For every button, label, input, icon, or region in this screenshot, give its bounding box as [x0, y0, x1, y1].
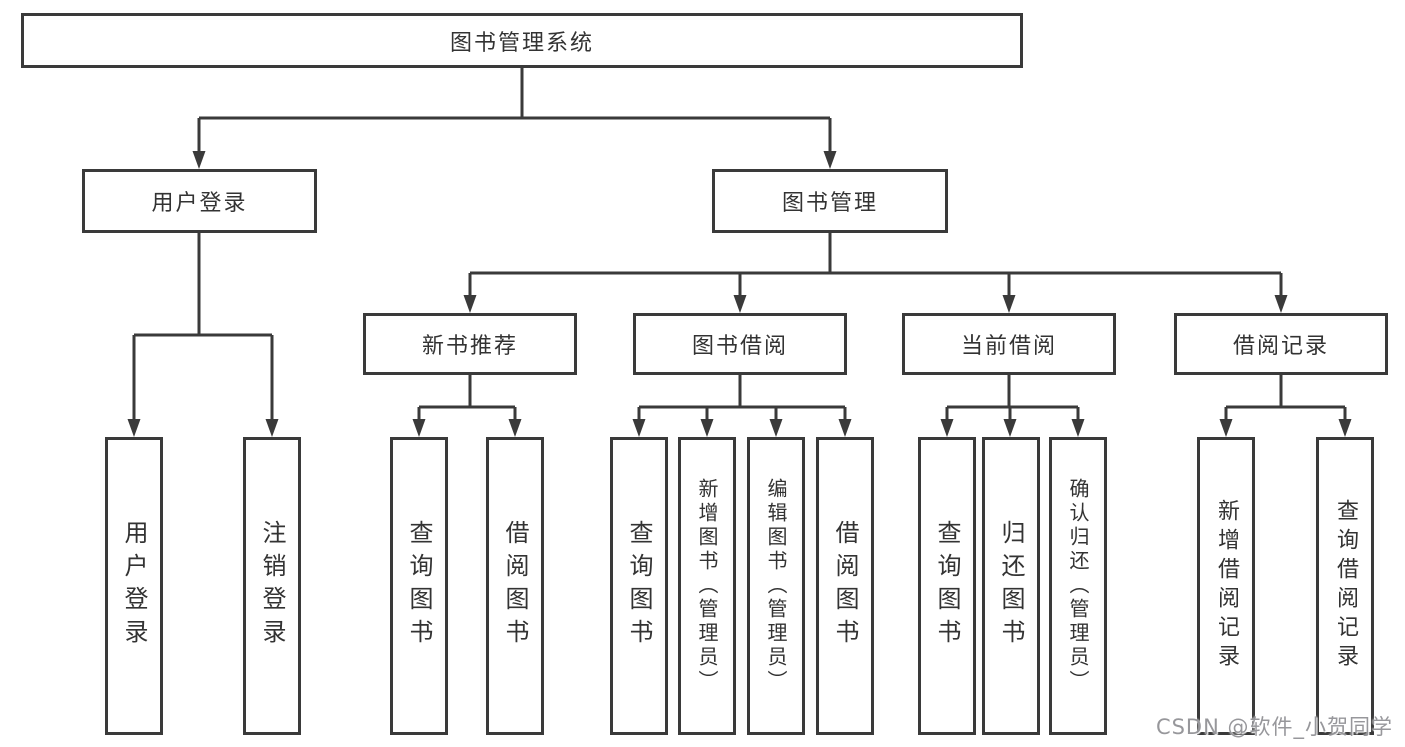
leaf-query-borrow-record: 查询借阅记录: [1316, 437, 1374, 735]
leaf-add-book-admin: 新增图书（管理员）: [678, 437, 736, 735]
leaf-logout: 注销登录: [243, 437, 301, 735]
leaf-user-login-label: 用户登录: [120, 520, 148, 652]
leaf-borrow-book: 借阅图书: [816, 437, 874, 735]
leaf-borrow-book-recommend-label: 借阅图书: [501, 520, 529, 652]
node-current-borrow: 当前借阅: [902, 313, 1116, 375]
leaf-user-login: 用户登录: [105, 437, 163, 735]
leaf-query-book-recommend-label: 查询图书: [405, 520, 433, 652]
leaf-add-borrow-record-label: 新增借阅记录: [1214, 499, 1239, 673]
leaf-query-borrow-record-label: 查询借阅记录: [1333, 499, 1358, 673]
leaf-add-book-admin-label: 新增图书（管理员）: [695, 478, 719, 694]
leaf-logout-label: 注销登录: [258, 520, 286, 652]
leaf-confirm-return-admin-label: 确认归还（管理员）: [1066, 478, 1090, 694]
leaf-query-book-current: 查询图书: [918, 437, 976, 735]
leaf-query-book-borrow: 查询图书: [610, 437, 668, 735]
leaf-confirm-return-admin: 确认归还（管理员）: [1049, 437, 1107, 735]
node-book-borrow: 图书借阅: [633, 313, 847, 375]
leaf-borrow-book-recommend: 借阅图书: [486, 437, 544, 735]
leaf-return-book: 归还图书: [982, 437, 1040, 735]
leaf-query-book-borrow-label: 查询图书: [625, 520, 653, 652]
node-book-management: 图书管理: [712, 169, 948, 233]
leaf-query-book-current-label: 查询图书: [933, 520, 961, 652]
leaf-edit-book-admin: 编辑图书（管理员）: [747, 437, 805, 735]
node-new-book-recommend: 新书推荐: [363, 313, 577, 375]
node-library-management-system: 图书管理系统: [21, 13, 1023, 68]
leaf-query-book-recommend: 查询图书: [390, 437, 448, 735]
node-borrow-records: 借阅记录: [1174, 313, 1388, 375]
leaf-add-borrow-record: 新增借阅记录: [1197, 437, 1255, 735]
leaf-edit-book-admin-label: 编辑图书（管理员）: [764, 478, 788, 694]
csdn-watermark: CSDN @软件_小贺同学: [1155, 715, 1393, 739]
leaf-return-book-label: 归还图书: [997, 520, 1025, 652]
leaf-borrow-book-label: 借阅图书: [831, 520, 859, 652]
node-user-login: 用户登录: [82, 169, 317, 233]
